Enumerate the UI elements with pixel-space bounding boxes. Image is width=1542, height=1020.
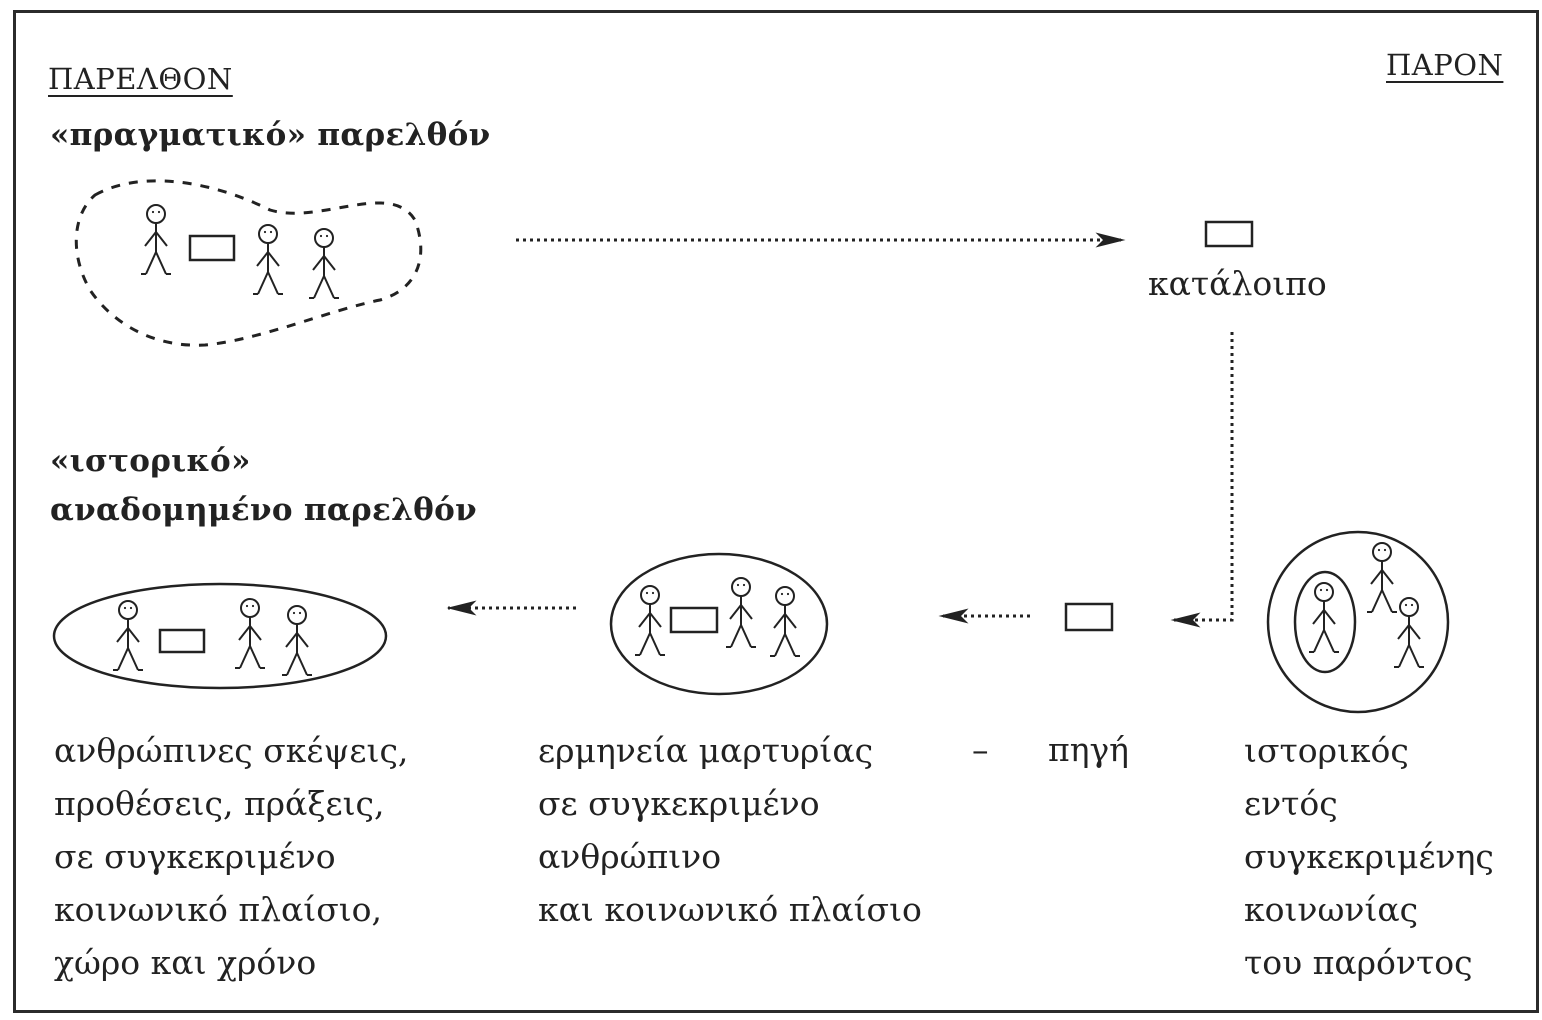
past-context-caption: ανθρώπινες σκέψεις, προθέσεις, πράξεις, … bbox=[54, 724, 408, 989]
real-past-label: «πραγματικό» παρελθόν bbox=[50, 117, 491, 153]
person-figure bbox=[308, 228, 340, 299]
caption-line: σε συγκεκριμένο bbox=[54, 837, 336, 876]
caption-line: προθέσεις, πράξεις, bbox=[54, 784, 385, 823]
past-heading: ΠΑΡΕΛΘΟΝ bbox=[48, 62, 233, 96]
caption-line: του παρόντος bbox=[1244, 943, 1473, 982]
source-artifact bbox=[1064, 602, 1114, 632]
arrow-remnant-to-historian bbox=[1170, 332, 1234, 628]
interpretation-caption: ερμηνεία μαρτυρίας σε συγκεκριμένο ανθρώ… bbox=[538, 724, 922, 936]
artifact bbox=[188, 234, 236, 262]
source-label: πηγή bbox=[1048, 730, 1129, 769]
caption-line: ερμηνεία μαρτυρίας bbox=[538, 731, 874, 770]
caption-line: ιστορικός bbox=[1244, 731, 1409, 770]
caption-line: κοινωνίας bbox=[1244, 890, 1419, 929]
historical-past-label-line2: αναδομημένο παρελθόν bbox=[50, 492, 477, 528]
caption-line: ανθρώπινο bbox=[538, 837, 722, 876]
remnant-artifact bbox=[1204, 220, 1254, 248]
diagram-frame bbox=[13, 10, 1539, 1013]
caption-line: χώρο και χρόνο bbox=[54, 943, 317, 982]
caption-line: κοινωνικό πλαίσιο, bbox=[54, 890, 383, 929]
caption-line: σε συγκεκριμένο bbox=[538, 784, 820, 823]
real-past-boundary bbox=[74, 179, 423, 347]
artifact bbox=[158, 628, 206, 654]
person-figure bbox=[252, 224, 284, 295]
remnant-label: κατάλοιπο bbox=[1148, 264, 1327, 303]
caption-line: και κοινωνικό πλαίσιο bbox=[538, 890, 922, 929]
caption-line: ανθρώπινες σκέψεις, bbox=[54, 731, 409, 770]
dash-separator: – bbox=[972, 730, 989, 769]
caption-line: εντός bbox=[1244, 784, 1338, 823]
caption-line: συγκεκριμένης bbox=[1244, 837, 1494, 876]
present-heading: ΠΑΡΟΝ bbox=[1386, 48, 1504, 82]
historian-caption: ιστορικός εντός συγκεκριμένης κοινωνίας … bbox=[1244, 724, 1494, 989]
artifact bbox=[669, 606, 719, 634]
interpretation-context-circle bbox=[609, 552, 829, 696]
historical-past-boundary bbox=[52, 582, 388, 690]
historian-inner-frame bbox=[1293, 570, 1357, 674]
historical-past-label-line1: «ιστορικό» bbox=[50, 443, 251, 479]
person-figure bbox=[140, 204, 172, 275]
